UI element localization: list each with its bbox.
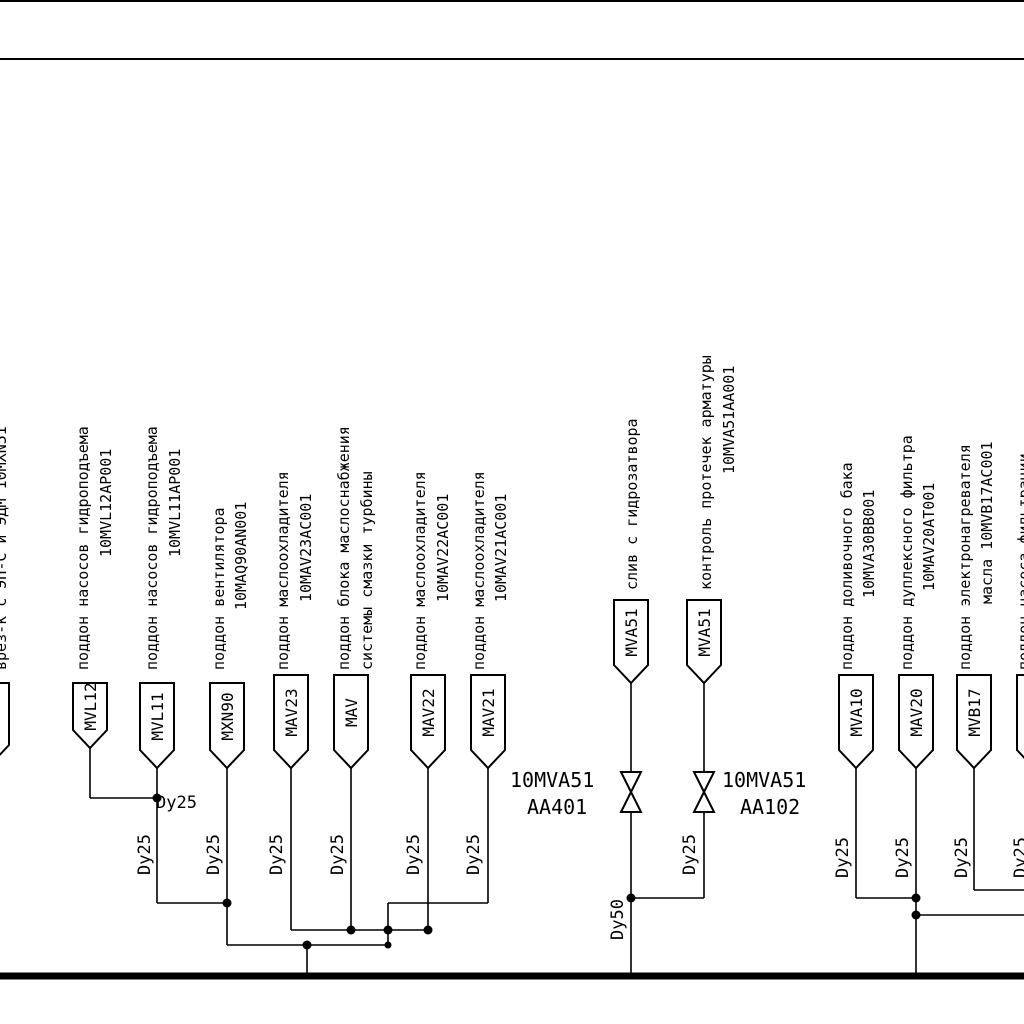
tag-marker-mva: MVA... bbox=[1016, 674, 1024, 759]
tag-label: MVA10 bbox=[847, 688, 866, 736]
equipment-description-text: 10MAV20AT001 bbox=[920, 483, 938, 591]
tag-marker-mva51: MVA51 bbox=[613, 599, 649, 685]
tag-label: MAV20 bbox=[907, 688, 926, 736]
junction-dot bbox=[911, 910, 921, 920]
tag-label: MVL12 bbox=[81, 682, 100, 730]
tag-marker-mvb17: MVB17 bbox=[956, 674, 992, 770]
equipment-description-text: поддон дуплексного фильтра bbox=[898, 435, 916, 670]
valve-labels: 10MVA51 AA401 10MVA51 AA102 bbox=[510, 768, 806, 819]
pipe-diameter-label: Dy25 bbox=[680, 834, 700, 875]
pipe-diameter-label: Dy25 bbox=[204, 834, 224, 875]
equipment-description-text: поддон насосов гидроподъема bbox=[143, 426, 161, 670]
tag-marker-mva51: MVA51 bbox=[686, 599, 722, 685]
valve-label-aa102-line1: 10MVA51 bbox=[722, 768, 806, 792]
left-group-piping bbox=[89, 748, 489, 976]
equipment-description-text: 10MVL11AP001 bbox=[166, 449, 184, 557]
tag-marker-mvl12: MVL12 bbox=[72, 682, 108, 750]
equipment-tags: 10MXN51 MVL12 MVL11 MXN90 MAV23 MAV MAV22 MAV21… bbox=[0, 599, 1024, 770]
equipment-description-text: 10MVL12AP001 bbox=[97, 449, 115, 557]
pipe-diameter-label: Dy25 bbox=[464, 834, 484, 875]
valve-label-aa401-line2: AA401 bbox=[527, 795, 587, 819]
equipment-description-text: поддон блока маслоснабжения bbox=[335, 426, 353, 670]
tag-marker-mav: MAV bbox=[333, 674, 369, 770]
equipment-description-text: слив с гидрозатвора bbox=[623, 418, 641, 590]
equipment-description-text: контроль протечек арматуры bbox=[697, 355, 715, 590]
equipment-description-text: 10MAV22AC001 bbox=[434, 494, 452, 602]
junction-dot bbox=[626, 893, 636, 903]
tag-label: MVB17 bbox=[965, 688, 984, 736]
pipe-diameter-label: Dy25 bbox=[833, 837, 853, 878]
tag-label: MAV23 bbox=[282, 688, 301, 736]
equipment-description-text: 10MAV23AC001 bbox=[297, 494, 315, 602]
equipment-description-text: поддон маслоохладителя bbox=[470, 471, 488, 670]
equipment-description-text: поддон доливочного бака bbox=[838, 462, 856, 670]
junction-dot bbox=[423, 925, 433, 935]
valve-label-aa401-line1: 10MVA51 bbox=[510, 768, 594, 792]
right-group-piping bbox=[855, 768, 1024, 976]
junction-dot bbox=[152, 793, 162, 803]
equipment-description-text: 10MAV21AC001 bbox=[492, 494, 510, 602]
equipment-description-text: поддон вентилятора bbox=[210, 507, 228, 670]
equipment-description-text: системы смазки турбины bbox=[358, 471, 376, 670]
equipment-description-text: 10MVA51AA001 bbox=[720, 366, 738, 474]
equipment-description-text: 10MAQ90AN001 bbox=[232, 502, 250, 610]
tag-label: 10MXN51 bbox=[0, 680, 2, 747]
tag-label: MAV21 bbox=[479, 688, 498, 736]
pipe-diameter-label: Dy25 bbox=[267, 834, 287, 875]
tag-marker-mav20: MAV20 bbox=[898, 674, 934, 770]
tag-marker-mvl11: MVL11 bbox=[139, 682, 175, 770]
pipe-diameter-label: Dy25 bbox=[952, 837, 972, 878]
pipe-diameter-label: Dy50 bbox=[608, 899, 628, 940]
junction-dot bbox=[346, 925, 356, 935]
junction-dot bbox=[384, 941, 392, 949]
equipment-descriptions: врез-к с ЭП-С и ЭДМ 10MXN51 поддон насосо… bbox=[0, 355, 1024, 670]
equipment-description-text: поддон насоса фильтрации bbox=[1015, 453, 1024, 670]
tag-marker-mav23: MAV23 bbox=[273, 674, 309, 770]
tag-marker-mxn90: MXN90 bbox=[209, 682, 245, 770]
junction-dot bbox=[383, 925, 393, 935]
equipment-description-text: поддон насосов гидроподъема bbox=[74, 426, 92, 670]
junction-dot bbox=[911, 893, 921, 903]
tag-label: MXN90 bbox=[218, 692, 237, 740]
equipment-description-text: поддон маслоохладителя bbox=[411, 471, 429, 670]
pipe-diameter-label: Dy25 bbox=[1011, 837, 1024, 878]
tag-label: MAV22 bbox=[419, 688, 438, 736]
pipe-diameter-label: Dy25 bbox=[404, 834, 424, 875]
tag-marker-mva10: MVA10 bbox=[838, 674, 874, 770]
pipe-diameter-label: Dy25 bbox=[135, 834, 155, 875]
pipe-diameter-label: Dy25 bbox=[328, 834, 348, 875]
equipment-description-text: поддон маслоохладителя bbox=[274, 471, 292, 670]
valve-label-aa102-line2: AA102 bbox=[740, 795, 800, 819]
junction-dot bbox=[222, 898, 232, 908]
equipment-description-text: масла 10MVB17AC001 bbox=[978, 441, 996, 604]
tag-label: MVA51 bbox=[622, 608, 641, 656]
tag-label: MVA51 bbox=[695, 608, 714, 656]
gate-valve-aa102 bbox=[692, 771, 716, 813]
pipe-diameter-label: Dy25 bbox=[156, 793, 197, 813]
pipe-diameter-label: Dy25 bbox=[893, 837, 913, 878]
equipment-description-text: 10MVA30BB001 bbox=[860, 490, 878, 598]
gate-valve-aa401 bbox=[619, 771, 643, 813]
tag-marker-mav22: MAV22 bbox=[410, 674, 446, 770]
tag-label: MVL11 bbox=[148, 692, 167, 740]
tag-marker-mav21: MAV21 bbox=[470, 674, 506, 770]
equipment-description-text: врез-к с ЭП-С и ЭДМ 10MXN51 bbox=[0, 426, 10, 670]
junction-dot bbox=[302, 940, 312, 950]
equipment-description-text: поддон электронагревателя bbox=[956, 444, 974, 670]
center-group-piping bbox=[619, 683, 716, 976]
tag-label: MAV bbox=[342, 698, 361, 727]
tag-marker-10mxn51: 10MXN51 bbox=[0, 680, 10, 756]
